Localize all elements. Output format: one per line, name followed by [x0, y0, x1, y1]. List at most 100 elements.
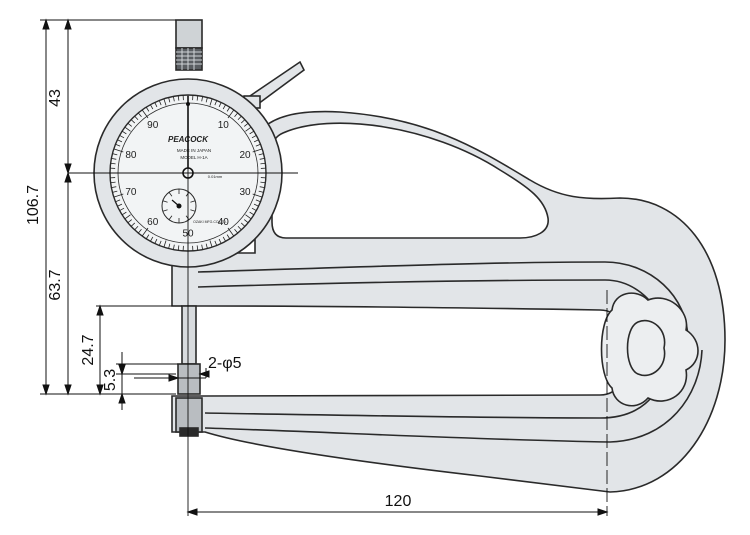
dial-tick: [121, 130, 127, 135]
dial-tick: [111, 186, 117, 189]
dial-scale-number: 90: [147, 120, 159, 131]
dial-scale-number: 40: [218, 217, 230, 228]
dial-tick: [258, 190, 264, 193]
dial-tick: [240, 222, 246, 227]
dial-tick: [252, 193, 263, 198]
dial-tick: [111, 157, 117, 160]
dial-tick: [172, 244, 175, 250]
dial-tick: [253, 203, 259, 207]
upper-contact: [177, 363, 201, 395]
sub-dial-tick: [162, 209, 168, 212]
dial-tick: [127, 122, 133, 127]
top-knurl: [175, 47, 203, 71]
dial-tick: [115, 199, 121, 203]
dial-tick: [222, 236, 226, 242]
dial-tick: [145, 234, 150, 240]
dial-tick: [141, 109, 149, 119]
dial-tick: [117, 203, 123, 207]
sub-dial-tick: [168, 192, 173, 197]
dial-tick: [252, 148, 263, 153]
dial-tick: [168, 97, 171, 103]
dial-tick: [260, 181, 266, 184]
dial-tick: [214, 100, 218, 106]
dial-tick: [158, 240, 162, 246]
dial-tick: [218, 238, 222, 244]
dial-tick: [158, 100, 162, 106]
dial-tick: [119, 207, 125, 211]
dial-scale-number: 80: [125, 150, 137, 161]
dial-tick: [130, 119, 136, 124]
dim-anvil-height: 5.3: [102, 369, 119, 391]
dial-tick: [113, 193, 124, 198]
dial-tick: [201, 96, 204, 102]
upper-rib-line: [197, 261, 689, 341]
dial-tick: [163, 98, 167, 106]
dial-tick: [124, 126, 131, 132]
dial-tick: [234, 228, 239, 234]
dial-tick: [209, 98, 213, 106]
sub-dial-tick: [190, 200, 196, 203]
lift-lever: [242, 60, 306, 109]
bottom-foot: [179, 427, 199, 437]
dial-model: MODEL H-1A: [180, 155, 207, 160]
dim-contact-diameter: 2-φ5: [208, 355, 242, 372]
dial-tick: [226, 106, 231, 112]
dial-tick: [237, 225, 242, 231]
dim-lower-height: 63.7: [47, 269, 64, 300]
dial-tick: [249, 211, 255, 216]
dial-tick: [240, 119, 246, 124]
dial-tick: [251, 207, 257, 211]
dial-tick: [150, 104, 154, 110]
dial-tick: [260, 162, 266, 165]
dial-tick: [201, 244, 204, 250]
dial-tick: [172, 96, 175, 102]
arch-window: [271, 122, 549, 239]
lower-anvil: [175, 397, 203, 433]
dial-tick: [205, 97, 208, 103]
upper-rib-line-2: [197, 279, 661, 321]
dial-tick: [243, 219, 249, 224]
dial-tick: [205, 243, 208, 249]
dial-tick: [127, 219, 133, 224]
sub-dial-tick: [190, 209, 196, 212]
dial-tick: [218, 102, 222, 108]
spindle-rod: [181, 305, 197, 365]
dial-tick: [245, 126, 252, 132]
dial-scale-number: 30: [240, 187, 252, 198]
dial-tick: [150, 236, 154, 242]
dial-tick: [237, 115, 242, 121]
sub-dial-tick: [185, 192, 190, 197]
clover-inner: [626, 319, 666, 377]
dial-scale-number: 70: [125, 187, 137, 198]
dial-tick: [154, 102, 158, 108]
dimension-lines: [40, 18, 609, 516]
dial-tick: [234, 112, 239, 118]
gauge-frame: [171, 110, 726, 493]
dial-tick: [226, 234, 231, 240]
dial-tick: [259, 186, 265, 189]
dial-tick: [141, 227, 149, 237]
dial-tick: [145, 106, 150, 112]
dial-tick: [121, 211, 127, 216]
dial-scale-number: 60: [147, 217, 159, 228]
dial-tick: [110, 162, 116, 165]
dial-tick: [134, 115, 139, 121]
lower-rib-line: [204, 371, 663, 419]
sub-dial-tick: [185, 215, 190, 220]
dial-tick: [255, 143, 261, 147]
dial-tick: [119, 135, 125, 139]
sub-dial-ticks: [162, 189, 196, 223]
dial-tick: [243, 122, 249, 127]
dial-tick: [134, 225, 139, 231]
center-lines: [68, 98, 608, 516]
dial-resolution: 0.01mm: [208, 174, 223, 179]
dim-throat-depth: 120: [385, 493, 412, 510]
dial-tick: [177, 245, 180, 251]
dial-tick: [110, 181, 116, 184]
lower-rib-line-2: [204, 349, 703, 443]
dial-small-text: OZAKI MFG.CO.LTD.: [193, 220, 227, 224]
clover-boss: [600, 292, 699, 407]
sub-dial-tick: [162, 200, 168, 203]
top-cap: [175, 19, 203, 49]
